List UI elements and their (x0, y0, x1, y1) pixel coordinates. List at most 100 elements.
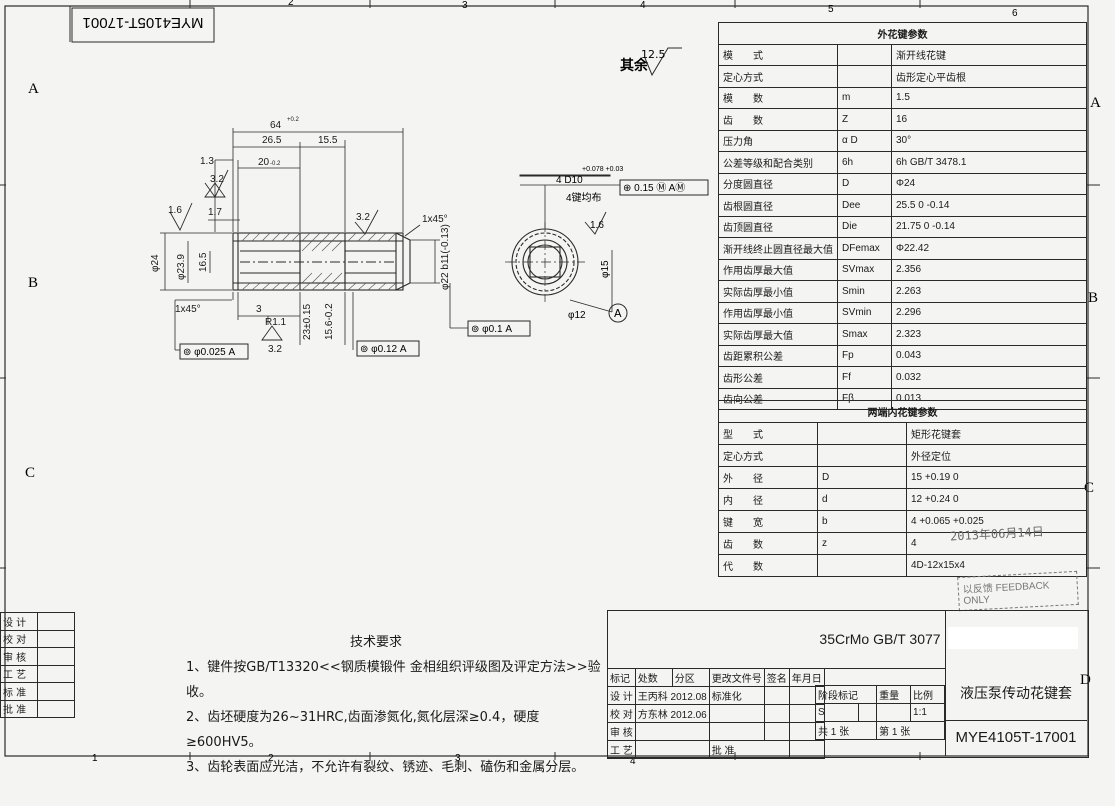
gtol-frame-3: ⊚ φ0.1 A (471, 324, 512, 335)
dim-20-tol: -0.2 (270, 161, 281, 167)
spline-row-value: 2.263 (891, 280, 1087, 303)
top-zone-6: 6 (1012, 8, 1018, 19)
feedback-stamp: 以反馈 FEEDBACK ONLY (957, 570, 1079, 612)
top-zone-5: 5 (828, 4, 834, 15)
spline-row-value: Φ24 (891, 172, 1087, 195)
spline-row-symbol: SVmin (837, 301, 892, 324)
side-label: 工 艺 (0, 664, 38, 683)
chamfer-left: 1x45° (175, 304, 201, 315)
side-label: 审 核 (0, 647, 38, 666)
spline-row-label: 模 数 (718, 86, 838, 109)
spline-row-label: 齿根圆直径 (718, 194, 838, 217)
spline-row-value: 2.356 (891, 258, 1087, 281)
bottom-zone-2: 2 (268, 753, 274, 764)
rough-3-2b: 3.2 (356, 212, 370, 223)
rev-header: 标记 (607, 668, 636, 687)
spline-row-label: 实际齿厚最小值 (718, 280, 838, 303)
spline-row-label: 压力角 (718, 129, 838, 152)
material: 35CrMo GB/T 3077 (815, 610, 946, 669)
tech-requirements: 技术要求 1、键件按GB/T13320<<钢质模锻件 金相组织评级图及评定方法>… (186, 630, 606, 780)
side-letter-c: C (25, 465, 35, 481)
spline-row-value: 21.75 0 -0.14 (891, 215, 1087, 238)
dim-64-tol: +0.2 (287, 117, 300, 123)
roughness-symbol (644, 47, 682, 77)
sig-name: 方东林 2012.06 (634, 704, 710, 723)
sig-name: 王丙科 2012.08 (634, 686, 710, 705)
inner-row-label: 齿 数 (718, 531, 818, 555)
spline-tol: +0.078 +0.03 (582, 166, 623, 173)
side-label: 标 准 (0, 682, 38, 701)
tech-item: 3、齿轮表面应光洁，不允许有裂纹、锈迹、毛刺、磕伤和金属分层。 (186, 760, 585, 775)
rotated-drawing-code: MYE4105T-17001 (83, 14, 204, 31)
spline-row-symbol (837, 65, 892, 88)
right-letter-b: B (1088, 290, 1098, 306)
roughness-rest-label: 其余 (620, 57, 649, 74)
spline-row-label: 分度圆直径 (718, 172, 838, 195)
spline-row-symbol: DFemax (837, 237, 892, 260)
top-zone-4: 4 (640, 0, 646, 11)
spline-row-value: 渐开线花键 (891, 43, 1087, 66)
dia-16-5: 16.5 (198, 252, 209, 272)
spline-row-value: 2.323 (891, 323, 1087, 346)
spline-row-value: 0.043 (891, 344, 1087, 367)
spline-row-value: 0.032 (891, 366, 1087, 389)
inner-row-label: 外 径 (718, 465, 818, 489)
top-zone-3: 3 (462, 0, 468, 11)
stage-value: S (815, 703, 859, 722)
gtol-frames (179, 174, 709, 360)
spline-row-symbol: Smax (837, 323, 892, 346)
dim-3: 3 (256, 304, 262, 315)
bottom-zone-3: 3 (455, 753, 461, 764)
sig-role: 工 艺 (607, 740, 636, 759)
spline-row-value: 1.5 (891, 86, 1087, 109)
rough-1-6a: 1.6 (168, 205, 182, 216)
spline-row-value: 30° (891, 129, 1087, 152)
gtol-frame-4: ⊕ 0.15 Ⓜ AⓂ (623, 182, 685, 194)
dia-12: φ12 (568, 310, 586, 321)
spline-row-value: 25.5 0 -0.14 (891, 194, 1087, 217)
redacted-box (948, 627, 1078, 649)
spline-row-value: 2.296 (891, 301, 1087, 324)
spline-row-label: 齿形公差 (718, 366, 838, 389)
sig-role: 校 对 (607, 704, 636, 723)
spline-row-symbol: Fp (837, 344, 892, 367)
inner-row-label: 定心方式 (718, 443, 818, 467)
section-hatch (241, 232, 397, 291)
sig-extra (708, 704, 765, 723)
spline-row-label: 模 式 (718, 43, 838, 66)
spline-row-label: 作用齿厚最小值 (718, 301, 838, 324)
title-divider (945, 610, 946, 756)
inner-row-symbol (817, 443, 907, 467)
dia-23-9: φ23.9 (176, 254, 187, 280)
rev-header: 处数 (634, 668, 673, 687)
dim-23: 23±0.15 (302, 303, 313, 340)
side-label: 校 对 (0, 629, 38, 648)
sig-extra: 批 准 (708, 740, 790, 759)
inner-row-label: 内 径 (718, 487, 818, 511)
inner-row-symbol: D (817, 465, 907, 489)
spline-row-symbol: Die (837, 215, 892, 238)
tech-item: 1、键件按GB/T13320<<钢质模锻件 金相组织评级图及评定方法>>验收。 (186, 660, 601, 700)
dia-22: φ22 b11(-0.13) (440, 224, 451, 290)
sig-extra (708, 722, 765, 741)
spline-row-symbol: α D (837, 129, 892, 152)
side-letter-b: B (28, 275, 38, 291)
spline-row-value: 齿形定心平齿根 (891, 65, 1087, 88)
dim-15-6: 15.6-0.2 (324, 303, 335, 340)
drawing-number: MYE4105T-17001 (955, 729, 1077, 746)
sig-name (634, 740, 710, 759)
sig-role: 设 计 (607, 686, 636, 705)
bottom-zone-4: 4 (630, 756, 636, 767)
top-zone-2: 2 (288, 0, 294, 8)
dim-1-7: 1.7 (208, 207, 222, 218)
inner-row-label: 键 宽 (718, 509, 818, 533)
rev-header: 更改文件号 (708, 668, 765, 687)
inner-row-symbol (817, 553, 907, 577)
bottom-zone-1: 1 (92, 753, 98, 764)
spline-row-label: 齿顶圆直径 (718, 215, 838, 238)
right-letter-d: D (1080, 672, 1091, 688)
inner-row-label: 型 式 (718, 421, 818, 445)
tech-item: 2、齿坯硬度为26~31HRC,齿面渗氮化,氮化层深≥0.4，硬度≥600HV5… (186, 710, 540, 750)
